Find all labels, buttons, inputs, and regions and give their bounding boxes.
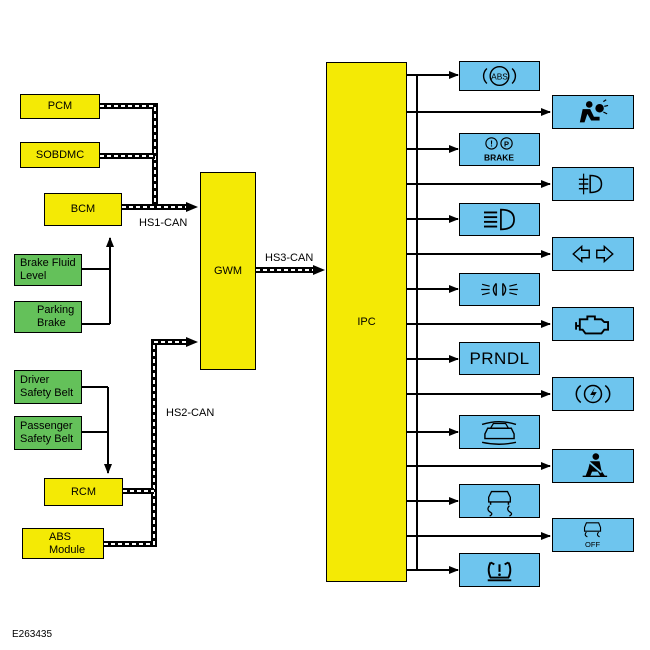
side-lamp-indicator [459, 273, 540, 306]
airbag-indicator [552, 95, 634, 129]
ipc-output-lines [407, 71, 551, 574]
abs-warning-icon: ABS [482, 65, 517, 87]
side-lamp-icon [481, 282, 518, 297]
front-collision-icon [481, 420, 517, 445]
electric-park-brake-indicator [552, 377, 634, 411]
check-engine-indicator [552, 307, 634, 341]
gwm-module: GWM [200, 172, 256, 370]
tire-pressure-indicator [459, 553, 540, 587]
hs1-can-bus [100, 103, 198, 212]
sobdmc-module: SOBDMC [20, 142, 100, 168]
parking-brake-switch: Parking Brake [14, 301, 82, 333]
high-beam-icon [484, 208, 515, 231]
rcm-module: RCM [44, 478, 123, 506]
airbag-icon [579, 99, 609, 123]
figure-id: E263435 [12, 629, 53, 640]
hs3-can-bus [256, 265, 325, 275]
hs2-can-label: HS2-CAN [166, 407, 215, 419]
bcm-module: BCM [44, 193, 122, 226]
prndl-indicator: PRNDL [459, 342, 540, 375]
svg-text:OFF: OFF [585, 540, 600, 549]
electric-park-brake-icon [575, 384, 611, 404]
brake-warning-icon: ! P BRAKE [484, 137, 514, 162]
traction-control-off-icon: OFF [583, 522, 602, 549]
turn-signal-indicator [552, 237, 634, 271]
hs2-can-bus [104, 337, 198, 547]
hs3-can-label: HS3-CAN [265, 252, 314, 264]
turn-signal-icon [572, 244, 614, 264]
high-beam-indicator [459, 203, 540, 236]
seatbelt-icon [582, 453, 608, 478]
check-engine-icon [575, 315, 609, 335]
rear-fog-indicator [552, 167, 634, 201]
svg-text:BRAKE: BRAKE [484, 152, 514, 162]
traction-control-off-indicator: OFF [552, 518, 634, 552]
seatbelt-wiring [82, 386, 112, 474]
tire-pressure-icon [487, 561, 512, 582]
seatbelt-indicator [552, 449, 634, 483]
driver-safety-belt-switch: Driver Safety Belt [14, 370, 82, 404]
passenger-safety-belt-switch: Passenger Safety Belt [14, 416, 82, 450]
traction-control-indicator [459, 484, 540, 518]
svg-text:ABS: ABS [491, 71, 508, 81]
brake-switch-wiring [82, 237, 114, 325]
ipc-module: IPC [326, 62, 407, 582]
brake-indicator: ! P BRAKE [459, 133, 540, 166]
brake-fluid-level-switch: Brake Fluid Level [14, 254, 82, 286]
pcm-module: PCM [20, 94, 100, 119]
svg-text:P: P [504, 140, 509, 149]
hs1-can-label: HS1-CAN [139, 217, 188, 229]
svg-text:!: ! [490, 139, 493, 149]
rear-fog-lamp-icon [578, 173, 603, 195]
traction-control-icon [487, 490, 513, 517]
front-collision-indicator [459, 415, 540, 449]
abs-module: ABS Module [22, 528, 104, 559]
abs-indicator: ABS [459, 61, 540, 91]
